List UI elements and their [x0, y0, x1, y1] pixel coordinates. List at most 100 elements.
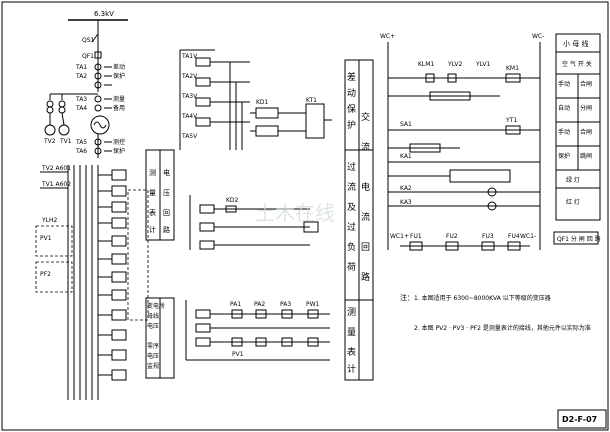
svg-text:手动: 手动 — [558, 80, 570, 88]
svg-text:PW1: PW1 — [306, 301, 320, 308]
svg-text:KM1: KM1 — [506, 65, 519, 72]
qf1-label: QF1 — [82, 53, 94, 60]
svg-text:压: 压 — [163, 189, 170, 197]
svg-text:电压: 电压 — [147, 322, 159, 330]
ct-purpose-3: 测量 — [113, 95, 125, 103]
source-voltage-label: 6.3kV — [94, 10, 114, 18]
ct-purpose-5: 测控 — [113, 138, 125, 146]
watermark: 土木在线 — [255, 201, 335, 225]
qs1-switch-symbol — [91, 33, 99, 43]
pt-label-tv2: TV2 — [43, 138, 56, 145]
svg-text:保: 保 — [347, 103, 356, 115]
ct-purpose-2: 保护 — [113, 72, 125, 80]
svg-text:分闸: 分闸 — [580, 104, 592, 112]
ct-purpose-6: 保护 — [113, 147, 125, 155]
ct-label-ta3: TA3 — [75, 96, 87, 103]
secondary-diff-circuit: TA1V TA2V TA3V TA4V TA5V KD1 KT1 — [179, 49, 332, 150]
ct-label-ta2: TA2 — [75, 73, 87, 80]
center-label-columns: 差 动 保 护 过 流 及 过 负 荷 交 流 电 流 回 路 测 量 表 计 — [344, 59, 374, 381]
svg-text:PV1: PV1 — [40, 235, 52, 242]
svg-text:QF1 分 闸 回 路: QF1 分 闸 回 路 — [557, 235, 601, 243]
svg-text:KA2: KA2 — [400, 185, 412, 192]
drawing-number: D2-F-07 — [562, 415, 597, 424]
svg-text:PA2: PA2 — [254, 301, 265, 308]
relay-kt1-box — [305, 103, 325, 139]
relay-kd1-box — [255, 107, 279, 119]
meter-box-stack — [98, 169, 127, 381]
svg-text:回: 回 — [361, 242, 370, 253]
secondary-measure-circuit: PA1 PA2 PA3 PW1 PV1 — [185, 300, 330, 361]
svg-text:荷: 荷 — [347, 262, 356, 273]
drawing-number-box — [557, 409, 607, 429]
left-panel-2 — [35, 261, 73, 293]
svg-text:WC1+: WC1+ — [390, 233, 409, 240]
svg-text:FU2: FU2 — [446, 233, 458, 240]
notes-line-2: 2. 本图 PV2 · PV3 · PF2 是测量表计的接线，其他元件以实际为准 — [414, 324, 591, 332]
svg-text:监视: 监视 — [147, 362, 159, 370]
svg-text:TA2V: TA2V — [181, 73, 198, 80]
svg-text:手动: 手动 — [558, 128, 570, 136]
svg-text:自动: 自动 — [558, 104, 570, 112]
legend-title: 小 母 线 — [563, 39, 588, 48]
svg-text:TA3V: TA3V — [181, 93, 198, 100]
svg-text:PV1: PV1 — [232, 351, 244, 358]
svg-text:护: 护 — [347, 119, 356, 131]
ct-label-ta6: TA6 — [75, 148, 87, 155]
svg-text:PA1: PA1 — [230, 301, 241, 308]
notes-label: 注： — [400, 293, 414, 302]
svg-text:KA1: KA1 — [400, 153, 412, 160]
transformer-symbol — [90, 115, 110, 135]
svg-text:TA5V: TA5V — [181, 133, 198, 140]
ct-label-ta1: TA1 — [75, 64, 87, 71]
ct-coil — [94, 95, 102, 103]
pt-tv1-symbol — [58, 124, 70, 136]
svg-text:跳闸: 跳闸 — [580, 152, 592, 160]
svg-text:TV1 A602: TV1 A602 — [41, 181, 71, 188]
legend-extra: QF1 分 闸 回 路 — [553, 231, 601, 245]
svg-text:交: 交 — [361, 111, 370, 123]
svg-text:零序: 零序 — [147, 342, 159, 350]
svg-text:合闸: 合闸 — [580, 80, 592, 88]
right-dashed-column — [127, 189, 149, 321]
control-circuit: WC+ WC- KLM1 YLV2 YLV1 KM1 SA1 YT1 KA1 K… — [380, 33, 544, 251]
pt-tv2-symbol — [44, 124, 56, 136]
svg-text:计: 计 — [347, 363, 356, 375]
svg-text:测: 测 — [149, 169, 156, 177]
svg-text:KT1: KT1 — [306, 97, 317, 104]
svg-text:PF2: PF2 — [40, 271, 51, 278]
svg-text:动: 动 — [347, 88, 356, 99]
svg-text:路: 路 — [361, 271, 370, 283]
svg-text:电: 电 — [163, 168, 170, 177]
column-station-voltage: 变电所 母线 电压 零序 电压 监视 — [145, 297, 175, 379]
svg-text:KD1: KD1 — [256, 99, 269, 106]
svg-text:WC-: WC- — [532, 33, 544, 40]
svg-text:负: 负 — [347, 241, 356, 253]
svg-text:YLH2: YLH2 — [41, 217, 58, 224]
qf1-breaker-symbol — [94, 51, 102, 59]
svg-text:合闸: 合闸 — [580, 128, 592, 136]
qs1-label: QS1 — [82, 37, 95, 44]
svg-text:电压: 电压 — [147, 352, 159, 360]
svg-text:PA3: PA3 — [280, 301, 291, 308]
svg-text:保护: 保护 — [558, 152, 570, 160]
notes-line-1: 1. 本图适用于 6300~8000KVA 以下等级的变压器 — [414, 294, 551, 302]
svg-text:量: 量 — [149, 189, 156, 197]
svg-text:计: 计 — [149, 225, 156, 234]
svg-text:及: 及 — [347, 202, 356, 213]
ct-coil — [94, 104, 102, 112]
svg-text:YLV1: YLV1 — [475, 61, 490, 68]
svg-text:测: 测 — [347, 307, 356, 318]
svg-text:电: 电 — [361, 181, 370, 193]
legend-table: 小 母 线 空 气 开 关 手动 合闸 自动 分闸 手动 合闸 保护 跳闸 绿 … — [555, 33, 601, 221]
svg-text:TA4V: TA4V — [181, 113, 198, 120]
pt-label-tv1: TV1 — [59, 138, 72, 145]
svg-text:红 灯: 红 灯 — [566, 198, 580, 206]
secondary-overcurrent-circuit: KD2 — [189, 195, 319, 250]
transformer-wave — [93, 121, 107, 129]
svg-text:差: 差 — [347, 71, 356, 83]
svg-text:FU3: FU3 — [482, 233, 494, 240]
relay-kd2-box — [255, 125, 279, 137]
svg-text:母线: 母线 — [147, 312, 159, 320]
svg-text:流: 流 — [361, 211, 370, 223]
